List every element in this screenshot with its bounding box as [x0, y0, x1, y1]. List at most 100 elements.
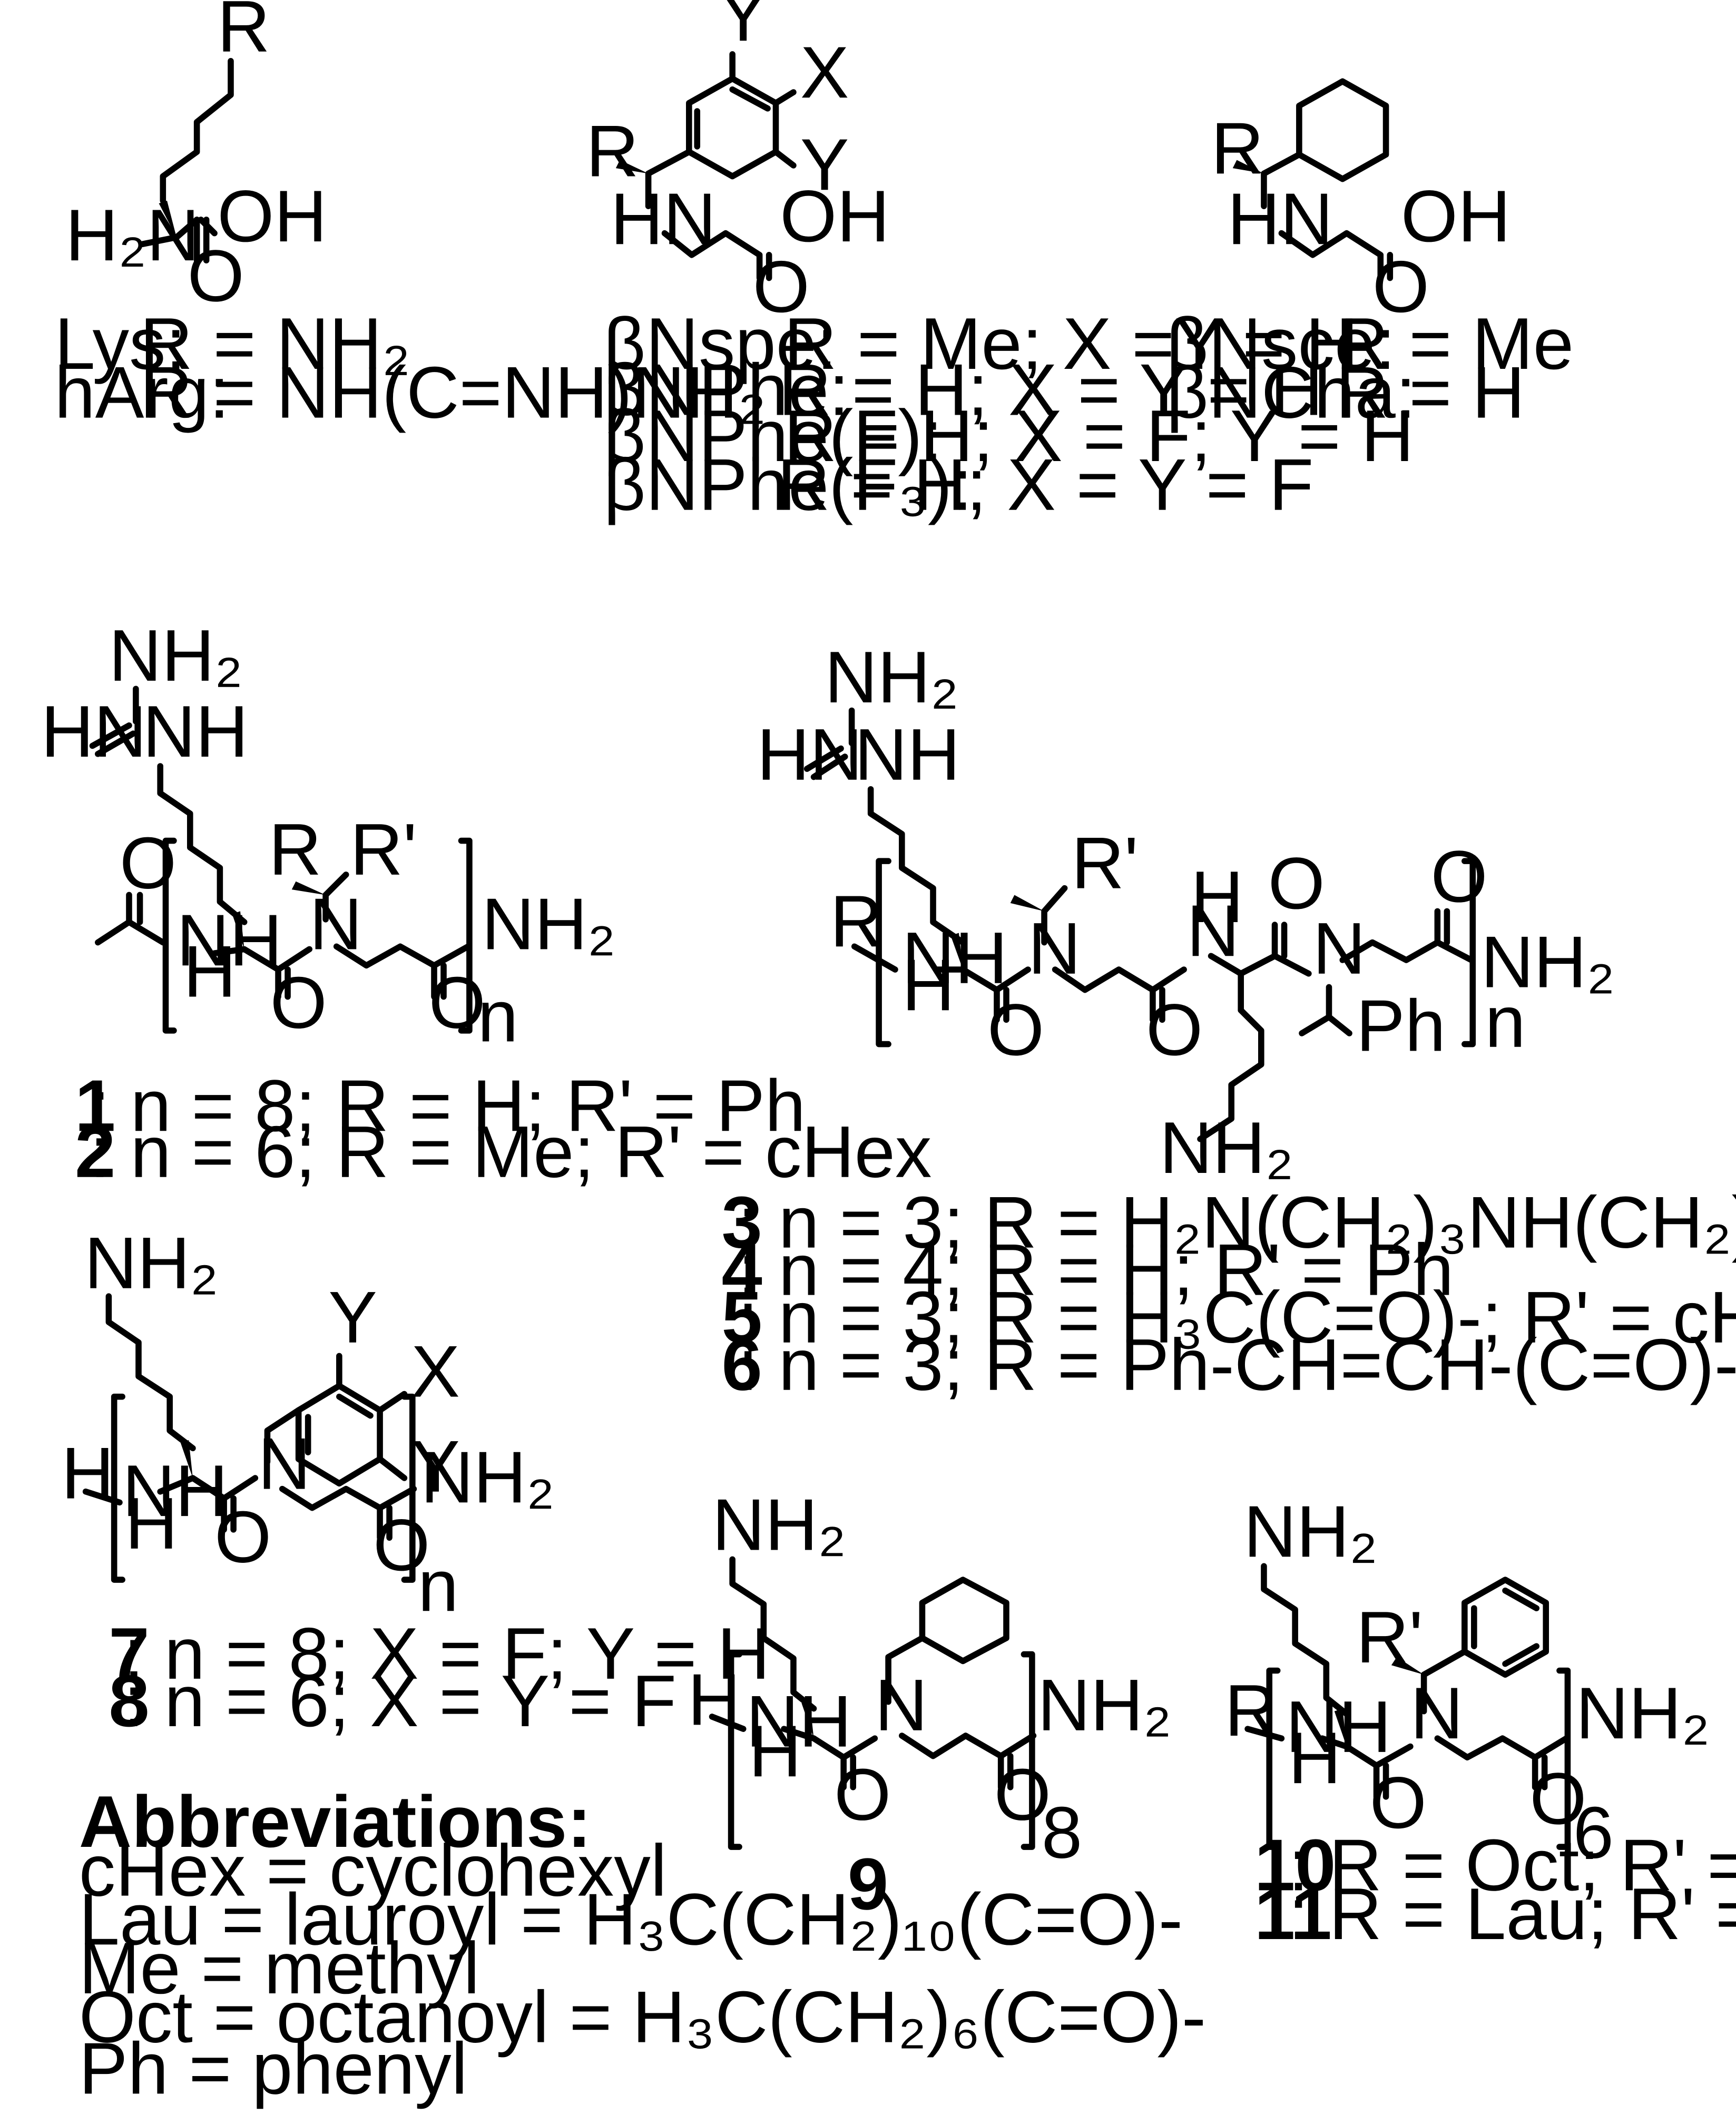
block-def: R = Me [1336, 303, 1574, 385]
atom-label: NH₂ [1576, 1672, 1710, 1754]
block-name: βNPhe(F): [604, 395, 943, 477]
atom-label: H [902, 944, 955, 1026]
atom-label: Y [719, 0, 768, 56]
block-def: R = H; X = Y = F [777, 444, 1313, 526]
atom-label: N [875, 1665, 927, 1746]
repeat-count: n [418, 1545, 458, 1627]
atom-label: NH [1286, 1686, 1391, 1768]
atom-label: H [749, 1710, 801, 1792]
atom-label: NH₂ [109, 615, 243, 697]
structure-compounds-10-11: NH₂ R NH H O N R' O NH₂ 6 [1224, 1491, 1710, 1873]
atom-label: R [1224, 1670, 1277, 1751]
atom-label: HN [41, 691, 147, 772]
atom-label: H [125, 1483, 178, 1564]
block-name: βNPhe(F₃): [604, 444, 973, 526]
compound-def: : n = 6; X = Y = F [124, 1660, 676, 1742]
compound-number: 8 [109, 1660, 149, 1742]
compound-number: 1 [75, 1065, 115, 1147]
atom-label: R [586, 111, 639, 192]
atom-label: O [1372, 246, 1429, 328]
atom-label: NH₂ [1243, 1491, 1378, 1572]
block-name: βNPhe: [604, 349, 849, 430]
block-def: R = NH₂ [140, 303, 410, 385]
atom-label: H [61, 1433, 114, 1514]
compound-number: 4 [722, 1229, 762, 1311]
repeat-count: 6 [1573, 1792, 1614, 1874]
atom-label: H [183, 931, 236, 1012]
block-def: R = NH(C=NH)NH₂ [140, 352, 767, 434]
compound-def: : n = 8; X = F; Y = H [124, 1613, 770, 1695]
atom-label: O [1146, 989, 1203, 1071]
atom-label: R' [1072, 823, 1139, 904]
compound-def: : n = 8; R = H; R' = Ph [90, 1065, 806, 1147]
structure-compound-9: NH₂ H NH H O N O NH₂ 8 [688, 1484, 1172, 1873]
block-name: βNCha: [1166, 352, 1416, 434]
atom-label: O [994, 1754, 1051, 1836]
compound-def: : n = 3; R = H₂N(CH₂)₃NH(CH₂)₄NH(CH₂)₃NH… [738, 1182, 1736, 1264]
structure-lys-harg: R H₂N OH O [65, 0, 327, 317]
atom-label: O [270, 962, 327, 1044]
atom-label: NH₂ [825, 637, 959, 718]
block-def: R = H [1336, 352, 1525, 434]
atom-label: NH₂ [84, 1222, 219, 1304]
atom-label: Y [328, 1277, 377, 1358]
atom-label: NH₂ [1037, 1665, 1172, 1746]
atom-label: R' [1356, 1597, 1423, 1678]
block-name: hArg: [54, 352, 229, 434]
atom-label: O [429, 962, 486, 1044]
atom-label: NH₂ [1160, 1107, 1294, 1189]
abbreviation-item: cHex = cyclohexyl [79, 1830, 667, 1912]
atom-label: O [834, 1754, 891, 1836]
compound-def: : R = Oct; R' = Me [1288, 1824, 1736, 1906]
compound-def: : n = 3; R = Ph-CH=CH-(C=O)-; R' = Ph [738, 1324, 1736, 1406]
block-def: R = Me; X =Y = H [784, 303, 1358, 385]
atom-label: Ph [1356, 985, 1446, 1066]
repeat-count: 8 [1042, 1792, 1082, 1874]
atom-label: N [1028, 908, 1081, 990]
compound-number: 11 [1254, 1873, 1332, 1955]
atom-label: O [1529, 1758, 1586, 1839]
atom-label: N [309, 883, 362, 965]
compound-number: 2 [75, 1111, 115, 1193]
atom-label: N [1410, 1672, 1463, 1754]
structure-bn-aryl: Y X Y R HN OH O [586, 0, 889, 328]
compound-def: : n = 3; R = H₃C(C=O)-; R' = cHex [738, 1277, 1736, 1358]
atom-label: HN [1227, 178, 1333, 260]
atom-label: NH₂ [420, 1436, 555, 1518]
compound-number: 3 [722, 1182, 762, 1264]
repeat-count: n [1485, 981, 1525, 1063]
atom-label: R [269, 809, 321, 890]
atom-label: O [188, 235, 244, 317]
repeat-count: n [477, 975, 518, 1057]
atom-label: H [1191, 856, 1243, 938]
structure-compounds-7-8: NH₂ H NH H O N Y X Y O NH₂ n [61, 1222, 555, 1627]
atom-label: NH [143, 691, 249, 772]
compound-number: 9 [848, 1843, 888, 1925]
atom-label: H₂N [65, 194, 200, 276]
block-def: R = H; X = Y = H [779, 349, 1323, 430]
atom-label: H [688, 1659, 740, 1740]
atom-label: NH [855, 714, 960, 796]
compound-number: 10 [1254, 1824, 1336, 1906]
atom-label: NH₂ [482, 883, 616, 965]
atom-label: O [1430, 836, 1487, 917]
atom-label: X [411, 1331, 460, 1413]
atom-label: OH [217, 175, 327, 257]
compound-number: 7 [109, 1613, 149, 1695]
structure-compounds-1-2: NH₂ HN NH O NH H O N R R' O NH₂ n [41, 615, 616, 1058]
atom-label: O [753, 246, 810, 328]
block-name: Lys: [54, 303, 186, 385]
structure-bn-cyclohexyl: R HN OH O [1211, 78, 1511, 328]
compound-def: : R = Lau; R' = H [1288, 1873, 1736, 1955]
compound-number: 5 [722, 1277, 762, 1358]
atom-label: R' [350, 809, 417, 890]
atom-label: OH [780, 175, 889, 257]
atom-label: NH₂ [712, 1484, 847, 1565]
atom-label: O [987, 989, 1044, 1071]
abbreviation-item: Oct = octanoyl = H₃C(CH₂)₆(C=O)- [79, 1976, 1206, 2058]
atom-label: NH [176, 899, 282, 981]
block-def: R = H; X = F; Y = H [784, 395, 1414, 477]
abbreviations-title: Abbreviations: [79, 1781, 592, 1863]
abbreviation-item: Lau = lauroyl = H₃C(CH₂)₁₀(C=O)- [79, 1878, 1183, 1960]
